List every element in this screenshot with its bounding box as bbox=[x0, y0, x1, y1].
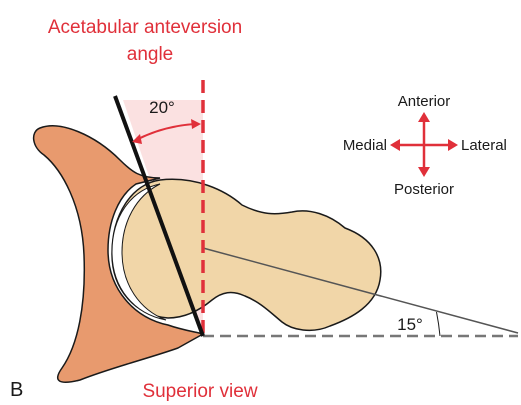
compass-label-anterior: Anterior bbox=[398, 93, 451, 110]
compass-label-posterior: Posterior bbox=[394, 181, 454, 198]
compass-arrow-right bbox=[448, 139, 458, 151]
compass-arrow-down bbox=[418, 167, 430, 177]
panel-letter: B bbox=[10, 379, 23, 401]
view-caption: Superior view bbox=[142, 381, 257, 402]
femoral-angle-label: 15° bbox=[397, 315, 423, 334]
orientation-compass bbox=[390, 112, 458, 177]
anteversion-angle-label: 20° bbox=[149, 98, 175, 117]
femoral-angle-arc bbox=[437, 312, 441, 336]
compass-arrow-left bbox=[390, 139, 400, 151]
compass-label-medial: Medial bbox=[343, 137, 387, 154]
compass-label-lateral: Lateral bbox=[461, 137, 507, 154]
title-line-2: angle bbox=[127, 44, 174, 65]
compass-arrow-up bbox=[418, 112, 430, 122]
title-line-1: Acetabular anteversion bbox=[48, 17, 242, 38]
